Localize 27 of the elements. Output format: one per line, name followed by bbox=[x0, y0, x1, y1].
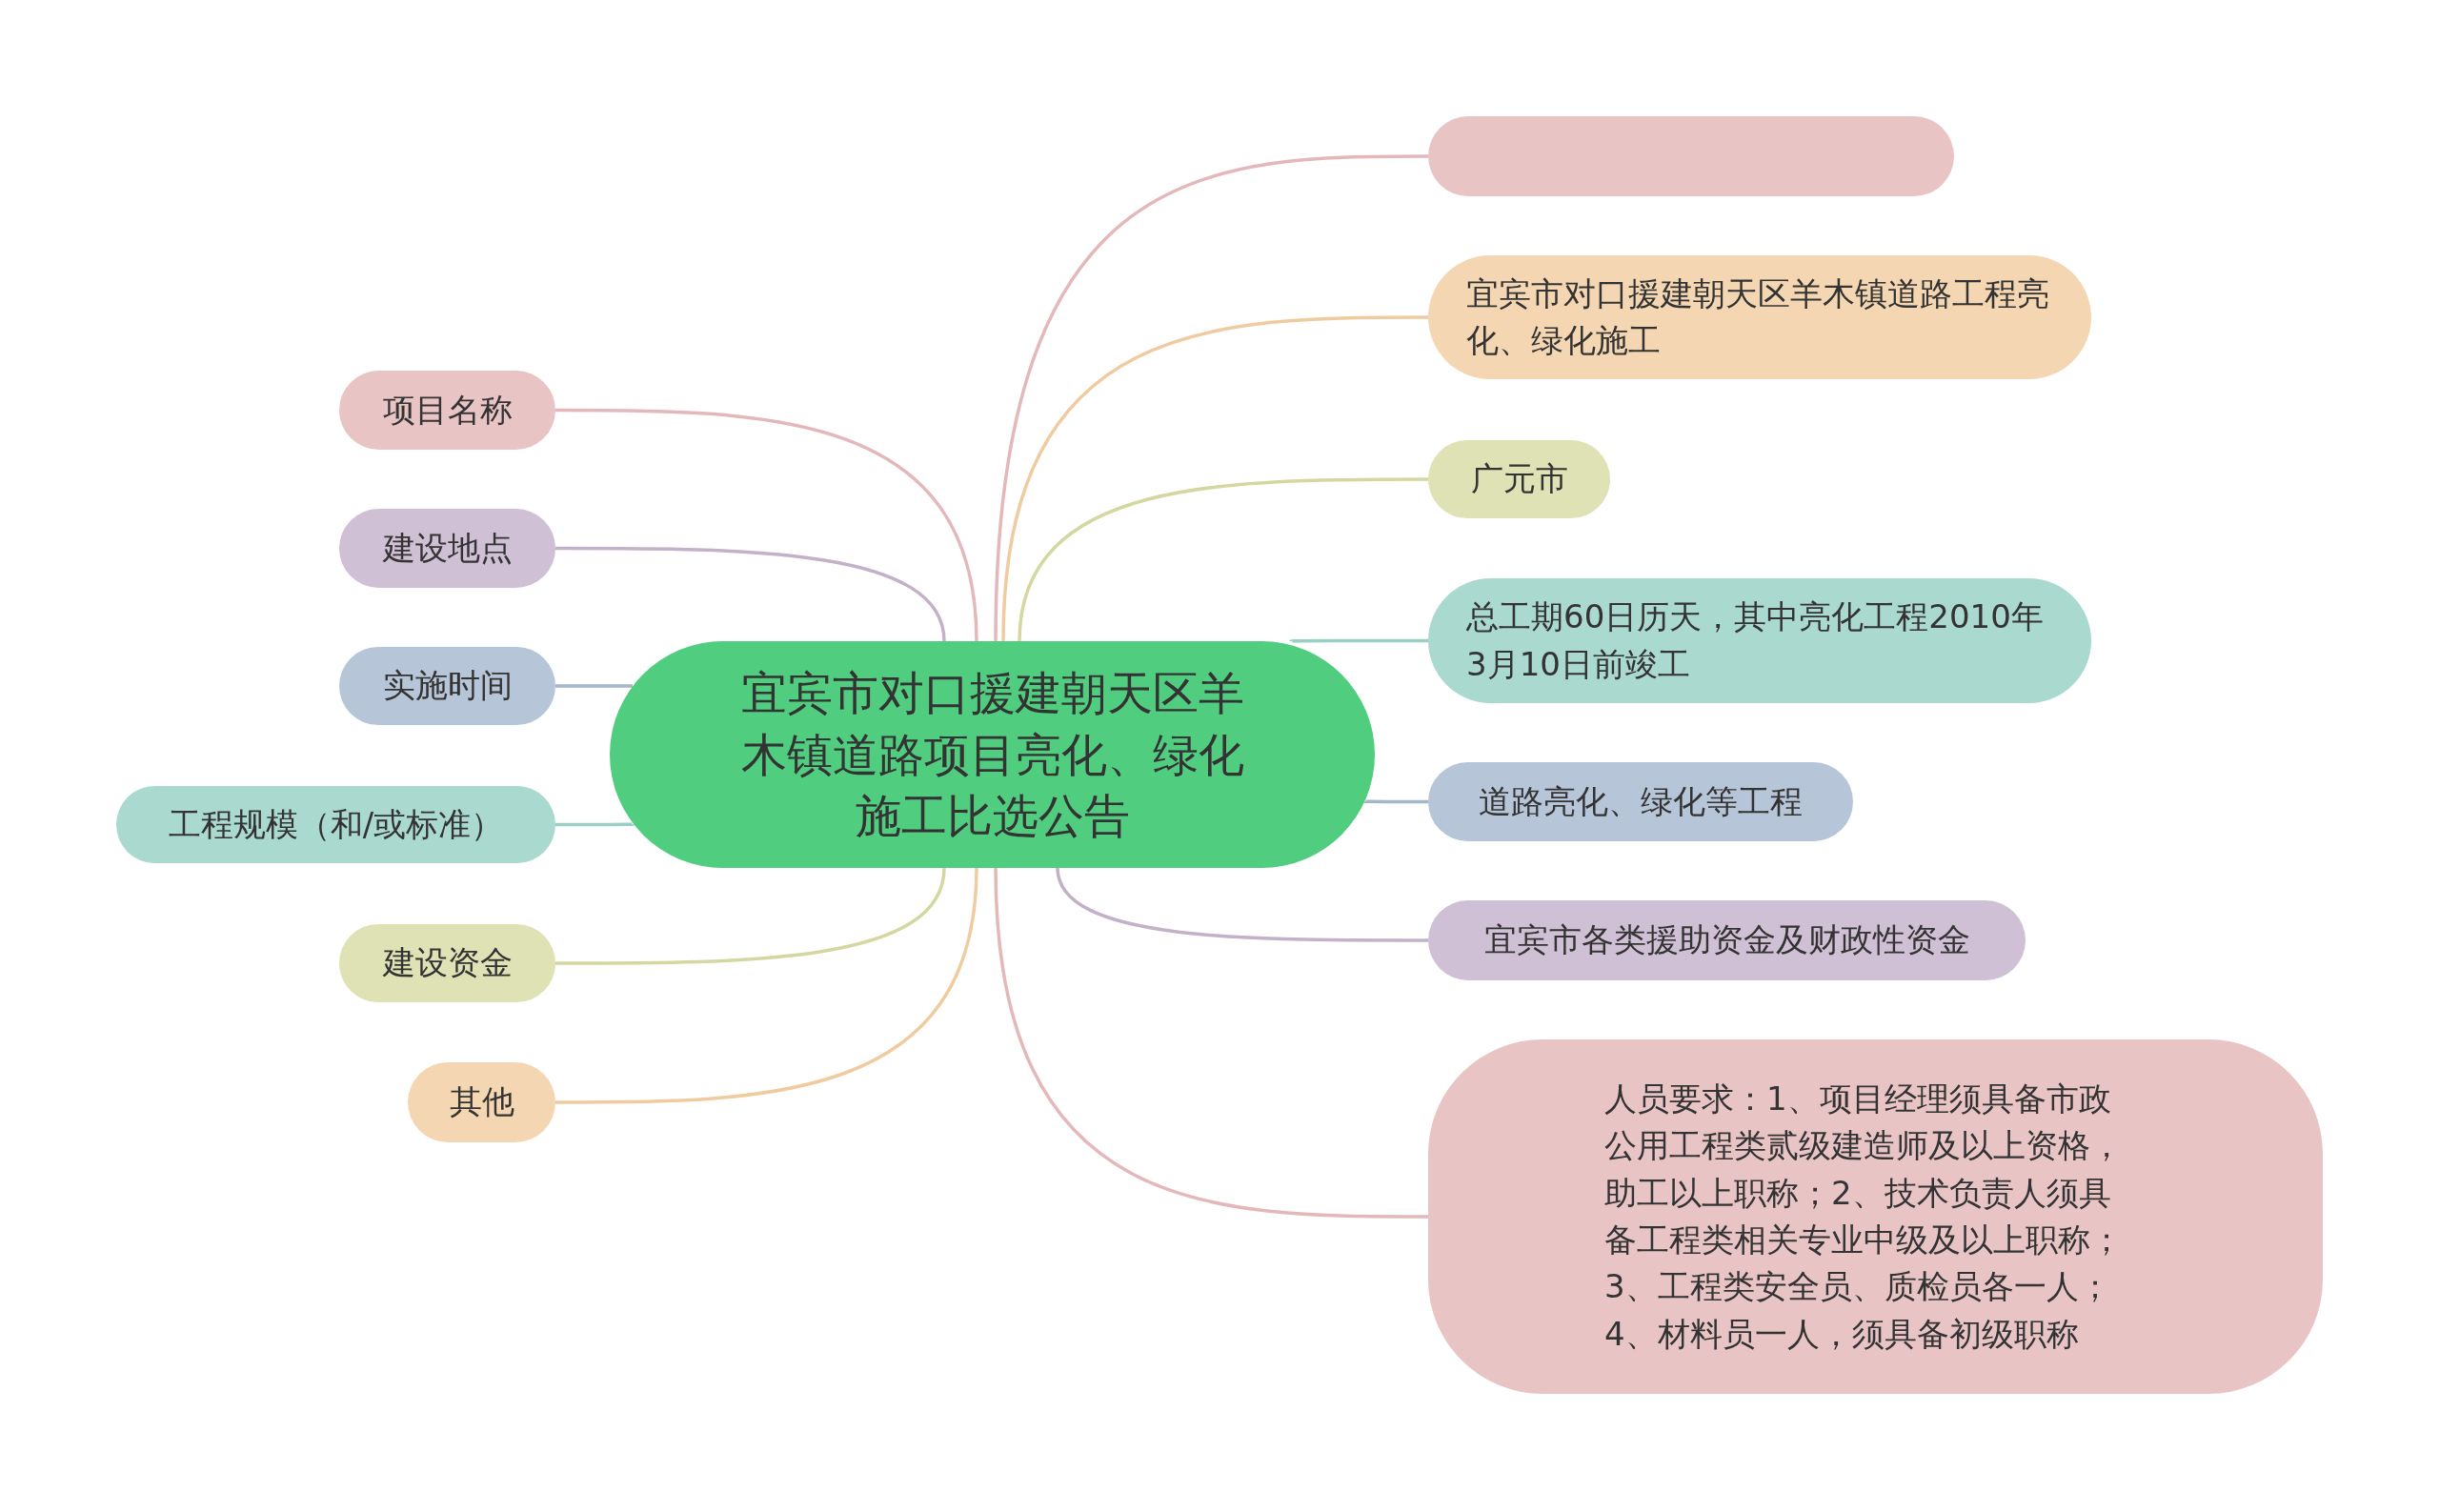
connector-line bbox=[1363, 799, 1428, 804]
connector-line bbox=[555, 546, 946, 642]
connector-line bbox=[1001, 315, 1428, 642]
topic-text: 宜宾市各类援助资金及财政性资金 bbox=[1483, 919, 1970, 961]
topic-text: 建设资金 bbox=[382, 942, 513, 984]
connector-line bbox=[1290, 638, 1428, 643]
connector-line bbox=[555, 408, 978, 642]
connector-line bbox=[1056, 867, 1428, 942]
topic-text: 人员要求：1、项目经理须具备市政公用工程类贰级建造师及以上资格，助工以上职称；2、技术负责人须具备工程类相关专业中级及以上职称；3、工程类安全员、质检员各一人；4、材料员一人，须具备初级职称 bbox=[1604, 1079, 2124, 1355]
topic-text: 宜宾市对口援建朝天区羊木镇道路项目亮化、绿化施工比选公告 bbox=[739, 664, 1245, 845]
topic-text: 实施时间 bbox=[382, 665, 513, 707]
topic-text: 项目名称 bbox=[382, 389, 513, 431]
connector-line bbox=[994, 154, 1428, 642]
topic-text: 道路亮化、绿化等工程 bbox=[1479, 780, 1803, 822]
topic-text: 工程规模（和/或标准） bbox=[168, 803, 504, 845]
topic-text: 广元市 bbox=[1470, 458, 1568, 500]
topic-node bbox=[1428, 1039, 2323, 1394]
connector-line bbox=[555, 684, 633, 688]
topic-text: 其他 bbox=[449, 1081, 514, 1123]
connector-line bbox=[555, 867, 978, 1104]
topic-text: 总工期60日历天，其中亮化工程2010年3月10日前竣工 bbox=[1466, 596, 2045, 685]
connector-line bbox=[1018, 477, 1428, 642]
connector-line bbox=[555, 822, 635, 827]
connector-line bbox=[555, 867, 946, 965]
connector-line bbox=[994, 867, 1428, 1219]
topic-text: 宜宾市对口援建朝天区羊木镇道路工程亮化、绿化施工 bbox=[1466, 272, 2050, 361]
topic-text: 建设地点 bbox=[382, 527, 513, 569]
